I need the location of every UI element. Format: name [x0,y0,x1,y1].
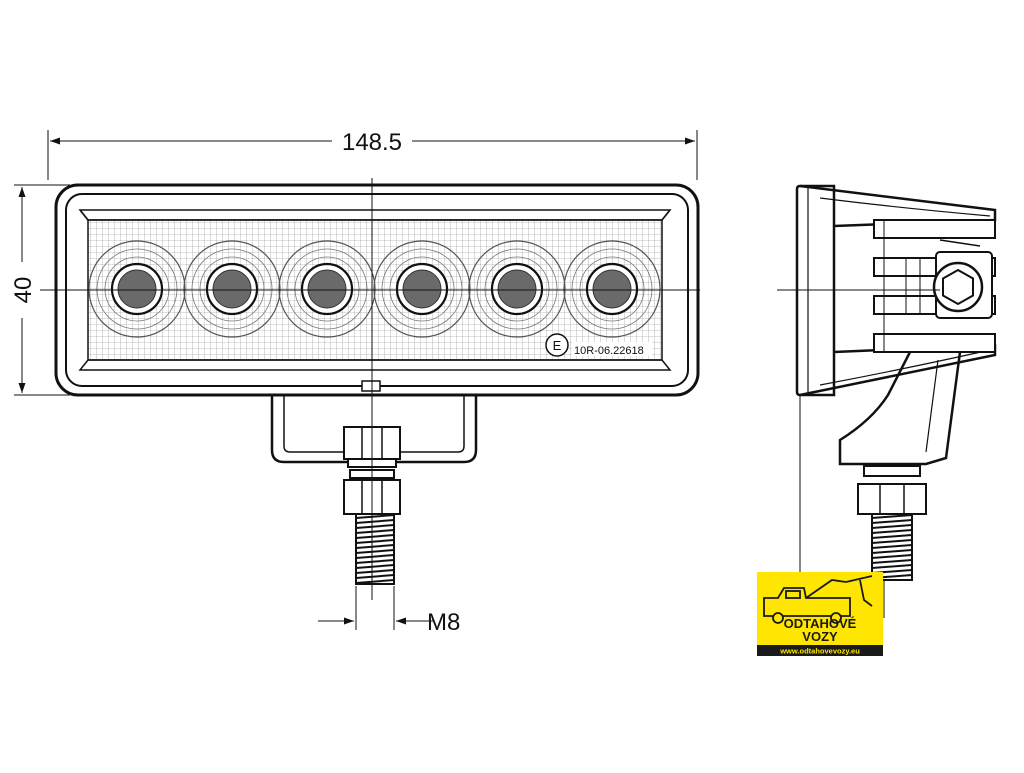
logo-name-line2: VOZY [802,629,838,644]
side-nut [857,483,927,515]
side-washer [863,465,921,477]
approval-circle [545,333,569,357]
front-view: 148.5 40 E 10R-06.22618 [10,129,700,636]
side-adjust-knob [932,239,993,319]
logo-url: www.odtahovevozy.eu [779,647,860,656]
housing-bevel-top [78,209,672,221]
led-array [88,240,661,338]
housing-notch [361,380,381,392]
approval-mark: E 10R-06.22618 [545,333,652,357]
led-reflector [88,240,186,338]
thread-dimension-label: M8 [427,609,460,636]
led-reflector [563,240,661,338]
led-reflector [373,240,471,338]
led-reflector [468,240,566,338]
height-dimension: 40 [10,184,70,396]
thread-dimension: M8 [318,586,460,636]
led-reflector [183,240,281,338]
approval-letter: E [553,338,562,353]
logo-url-strip [757,645,883,656]
hex-socket-icon [942,268,974,306]
width-dimension-label: 148.5 [342,129,402,156]
width-dimension: 148.5 [47,129,698,180]
housing-bevel-bottom [78,359,672,371]
height-dimension-label: 40 [10,277,37,304]
tow-truck-icon [763,575,873,624]
led-reflector [278,240,376,338]
side-threaded-bolt [871,513,913,581]
threaded-bolt [355,513,395,585]
side-bracket-arm [838,351,962,466]
company-logo: ODTAHOVÉ VOZY www.odtahovevozy.eu [757,572,883,656]
logo-name-line1: ODTAHOVÉ [784,616,857,631]
approval-code: 10R-06.22618 [574,345,644,357]
side-view [777,184,997,618]
